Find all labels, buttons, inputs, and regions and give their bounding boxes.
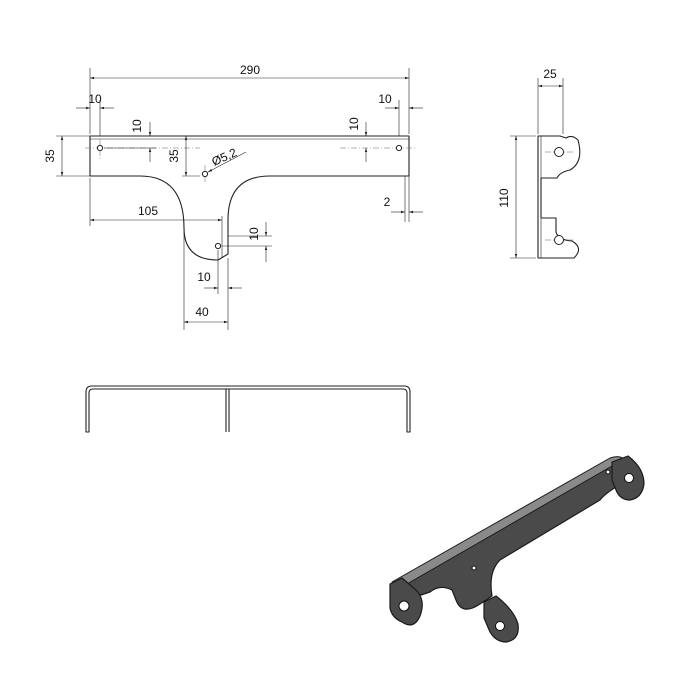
iso-hole-right: [624, 473, 634, 483]
iso-hole-center: [471, 565, 477, 571]
hole-left: [96, 144, 104, 152]
dim-25: 25: [543, 67, 557, 81]
dim-35-center: 35: [167, 149, 181, 163]
hole-side-bottom: [554, 235, 564, 245]
hole-right: [395, 144, 403, 152]
isometric-view: [389, 455, 645, 643]
dim-10-right: 10: [378, 92, 392, 106]
front-view-outline: [89, 135, 410, 261]
dim-110: 110: [497, 188, 511, 207]
dim-105: 105: [138, 204, 158, 218]
iso-hole-left: [398, 600, 410, 612]
iso-main-plate: [391, 460, 629, 610]
hole-side-top: [554, 147, 564, 157]
iso-hole-plate: [605, 469, 611, 475]
iso-top-edge: [391, 456, 627, 589]
dim-290: 290: [240, 63, 260, 77]
leader-line: [207, 151, 247, 173]
dim-hole-diameter: Ø5,2: [210, 145, 240, 169]
side-view: 25 110: [497, 67, 581, 259]
side-view-outline: [537, 135, 581, 259]
dim-2: 2: [384, 195, 391, 209]
iso-hole-stem: [495, 621, 505, 631]
hole-stem: [214, 242, 222, 250]
dim-10-stem-horizontal: 10: [197, 270, 211, 284]
dim-40: 40: [195, 305, 209, 319]
top-view: [85, 385, 411, 433]
dim-10-top-left: 10: [130, 119, 144, 133]
top-view-outline: [85, 385, 411, 433]
dim-10-top-right: 10: [347, 117, 361, 131]
hole-center: [201, 170, 209, 178]
front-view: 290 10 10 10 10 35 35 Ø5,2: [43, 63, 423, 330]
iso-stem-tab: [483, 595, 519, 643]
dim-10-stem-vertical: 10: [247, 227, 261, 241]
dim-10-left: 10: [88, 92, 102, 106]
dim-35-left: 35: [43, 149, 57, 163]
